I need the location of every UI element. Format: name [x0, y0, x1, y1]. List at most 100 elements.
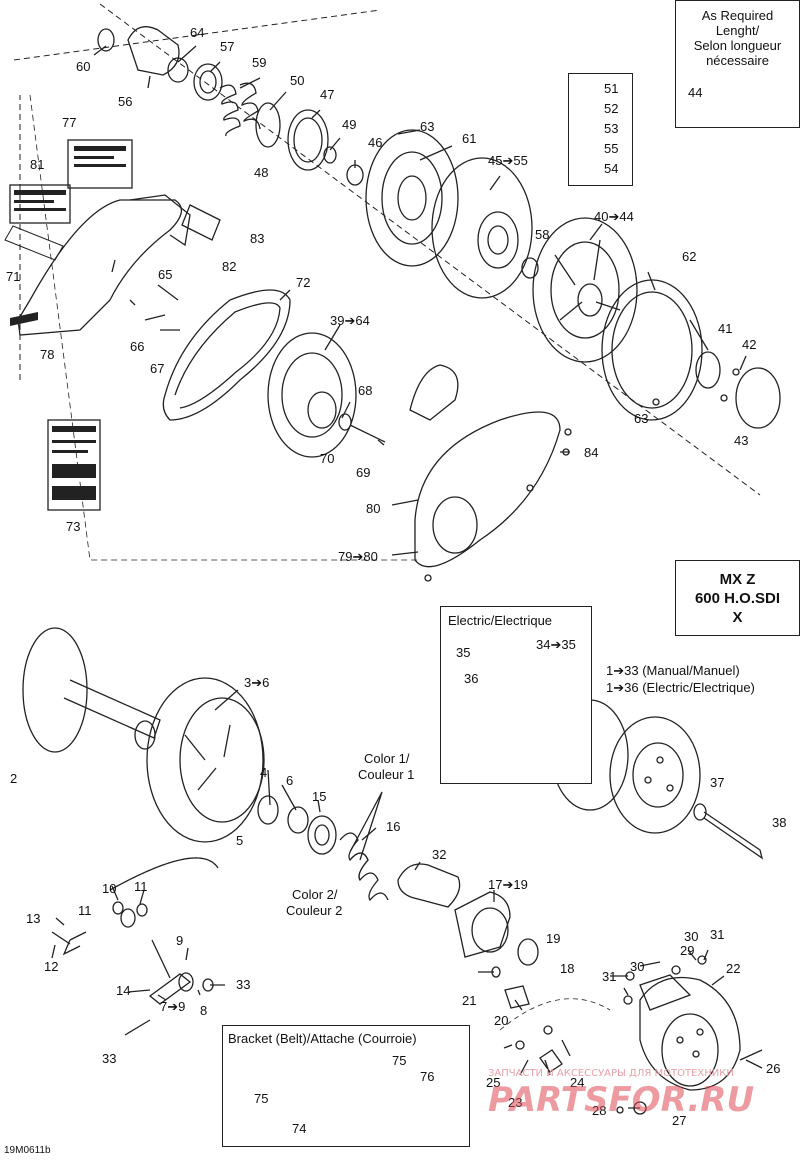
callout: 32 — [432, 847, 447, 862]
callout: 62 — [682, 249, 697, 264]
callout: 27 — [672, 1113, 687, 1128]
callout: 74 — [292, 1121, 307, 1136]
legend-53: 53 — [604, 121, 619, 136]
as-required-line3: Selon longueur — [693, 38, 782, 53]
callout: 81 — [30, 157, 45, 172]
callout: 16 — [386, 819, 401, 834]
callout: 37 — [710, 775, 725, 790]
legend-55: 55 — [604, 141, 619, 156]
callout: 20 — [494, 1013, 509, 1028]
callout: 23 — [508, 1095, 523, 1110]
callout: 35 — [456, 645, 471, 660]
callout: 9 — [176, 933, 184, 948]
watermark-brand: PARTSFOR.RU — [488, 1080, 755, 1120]
callout: 80 — [366, 501, 381, 516]
callout: 63 — [420, 119, 435, 134]
callout: 36 — [464, 671, 479, 686]
callout: 24 — [570, 1075, 585, 1090]
callout: 30 — [630, 959, 645, 974]
callout: 77 — [62, 115, 77, 130]
callout: 33 — [236, 977, 251, 992]
electric-box-title: Electric/Electrique — [448, 613, 553, 628]
callout: 25 — [486, 1075, 501, 1090]
as-required-line1: As Required — [701, 8, 774, 23]
callout: 29 — [680, 943, 695, 958]
legend-51: 51 — [604, 81, 619, 96]
diagram-code: 19M0611b — [4, 1145, 51, 1156]
callout: 45➔55 — [488, 153, 528, 168]
callout: 40➔44 — [594, 209, 634, 224]
callout: 73 — [66, 519, 81, 534]
callout: 82 — [222, 259, 237, 274]
callout: 18 — [560, 961, 575, 976]
callout: 14 — [116, 983, 131, 998]
callout: 72 — [296, 275, 311, 290]
callout: 46 — [368, 135, 383, 150]
bracket-box — [222, 1025, 470, 1147]
callout: 39➔64 — [330, 313, 370, 328]
callout: 8 — [200, 1003, 208, 1018]
callout: 17➔19 — [488, 877, 528, 892]
callout: 13 — [26, 911, 41, 926]
as-required-line2: Lenght/ — [715, 23, 760, 38]
callout: 10 — [102, 881, 117, 896]
callout: 59 — [252, 55, 267, 70]
callout: 65 — [158, 267, 173, 282]
callout: 76 — [420, 1069, 435, 1084]
legend-52: 52 — [604, 101, 619, 116]
callout: 4 — [260, 765, 268, 780]
note-color1-b: Couleur 1 — [358, 767, 415, 782]
callout: 28 — [592, 1103, 607, 1118]
callout: 78 — [40, 347, 55, 362]
callout: 41 — [718, 321, 733, 336]
callout: 61 — [462, 131, 477, 146]
callout: 26 — [766, 1061, 781, 1076]
callout: 42 — [742, 337, 757, 352]
model-line1: MX Z — [719, 571, 756, 588]
callout: 68 — [358, 383, 373, 398]
callout: 34➔35 — [536, 637, 576, 652]
callout: 31 — [602, 969, 617, 984]
callout: 84 — [584, 445, 599, 460]
callout: 31 — [710, 927, 725, 942]
callout: 50 — [290, 73, 305, 88]
callout: 11 — [78, 903, 92, 918]
callout: 64 — [190, 25, 205, 40]
callout: 49 — [342, 117, 357, 132]
as-required-part: 44 — [688, 85, 703, 100]
callout: 69 — [356, 465, 371, 480]
callout: 70 — [320, 451, 335, 466]
note-color1-a: Color 1/ — [364, 751, 410, 766]
callout: 6 — [286, 773, 294, 788]
callout: 33 — [102, 1051, 117, 1066]
callout: 12 — [44, 959, 59, 974]
callout: 58 — [535, 227, 550, 242]
model-line2: 600 H.O.SDI — [694, 590, 781, 607]
note-manual: 1➔33 (Manual/Manuel) — [606, 663, 740, 678]
callout: 5 — [236, 833, 244, 848]
callout: 21 — [462, 993, 477, 1008]
callout: 57 — [220, 39, 235, 54]
as-required-line4: nécessaire — [706, 53, 769, 68]
callout: 22 — [726, 961, 741, 976]
callout: 67 — [150, 361, 165, 376]
callout: 7➔9 — [160, 999, 186, 1014]
watermark-tagline: ЗАПЧАСТИ И АКСЕССУАРЫ ДЛЯ МОТОТЕХНИКИ — [488, 1068, 734, 1079]
legend-54: 54 — [604, 161, 619, 176]
callout: 38 — [772, 815, 787, 830]
callout: 60 — [76, 59, 91, 74]
callout: 63 — [634, 411, 649, 426]
callout: 56 — [118, 94, 133, 109]
callout: 66 — [130, 339, 145, 354]
callout: 79➔80 — [338, 549, 378, 564]
callout: 75 — [392, 1053, 407, 1068]
bracket-box-title: Bracket (Belt)/Attache (Courroie) — [228, 1031, 417, 1046]
note-color2-a: Color 2/ — [292, 887, 338, 902]
callout: 83 — [250, 231, 265, 246]
callout: 3➔6 — [244, 675, 270, 690]
callout: 48 — [254, 165, 269, 180]
callout: 19 — [546, 931, 561, 946]
callout: 43 — [734, 433, 749, 448]
legend-box — [568, 73, 633, 186]
callout: 71 — [6, 269, 21, 284]
